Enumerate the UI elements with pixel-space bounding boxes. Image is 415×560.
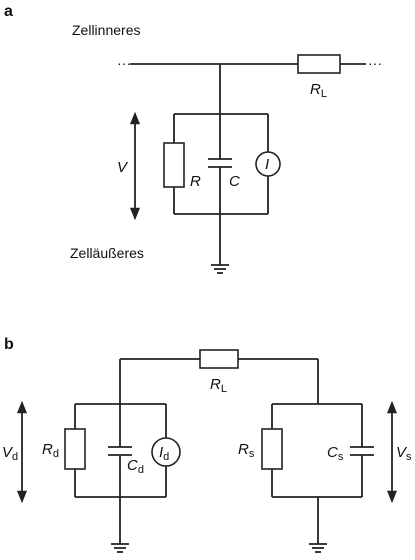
load-resistor-b bbox=[199, 349, 239, 369]
load-resistor-a bbox=[297, 54, 341, 74]
svg-text:···: ··· bbox=[117, 55, 131, 71]
resistor-d bbox=[64, 428, 86, 470]
ground-a bbox=[211, 264, 229, 274]
inside-label: Zellinneres bbox=[72, 22, 140, 38]
svg-text:···: ··· bbox=[368, 55, 382, 71]
voltage-s-label: Vs bbox=[396, 444, 412, 463]
resistor-a-label: R bbox=[190, 173, 201, 190]
resistor-a bbox=[163, 142, 185, 188]
capacitor-d-label: Cd bbox=[127, 457, 144, 476]
ground-s bbox=[309, 543, 327, 553]
capacitor-a bbox=[208, 158, 232, 168]
current-source-d bbox=[151, 437, 181, 467]
capacitor-a-label: C bbox=[229, 173, 240, 190]
voltage-d-label: Vd bbox=[2, 444, 18, 463]
top-membrane-line: ··· ··· bbox=[117, 55, 382, 71]
capacitor-d bbox=[108, 446, 132, 456]
panel-a-label: a bbox=[4, 3, 13, 20]
load-resistor-b-label: RL bbox=[210, 376, 227, 395]
load-resistor-a-label: RL bbox=[310, 81, 327, 100]
rc-network-a bbox=[173, 64, 269, 265]
resistor-d-label: Rd bbox=[42, 441, 59, 460]
resistor-s-label: Rs bbox=[238, 441, 255, 460]
current-source-a-label: I bbox=[265, 156, 269, 173]
capacitor-s-label: Cs bbox=[327, 444, 344, 463]
ground-d bbox=[111, 543, 129, 553]
outside-label: Zelläußeres bbox=[70, 245, 144, 261]
current-source-d-label: Id bbox=[159, 444, 169, 463]
resistor-s bbox=[261, 428, 283, 470]
current-source-a bbox=[255, 151, 281, 177]
panel-b-label: b bbox=[4, 336, 14, 353]
voltage-a-label: V bbox=[117, 159, 129, 176]
capacitor-s bbox=[350, 446, 374, 456]
